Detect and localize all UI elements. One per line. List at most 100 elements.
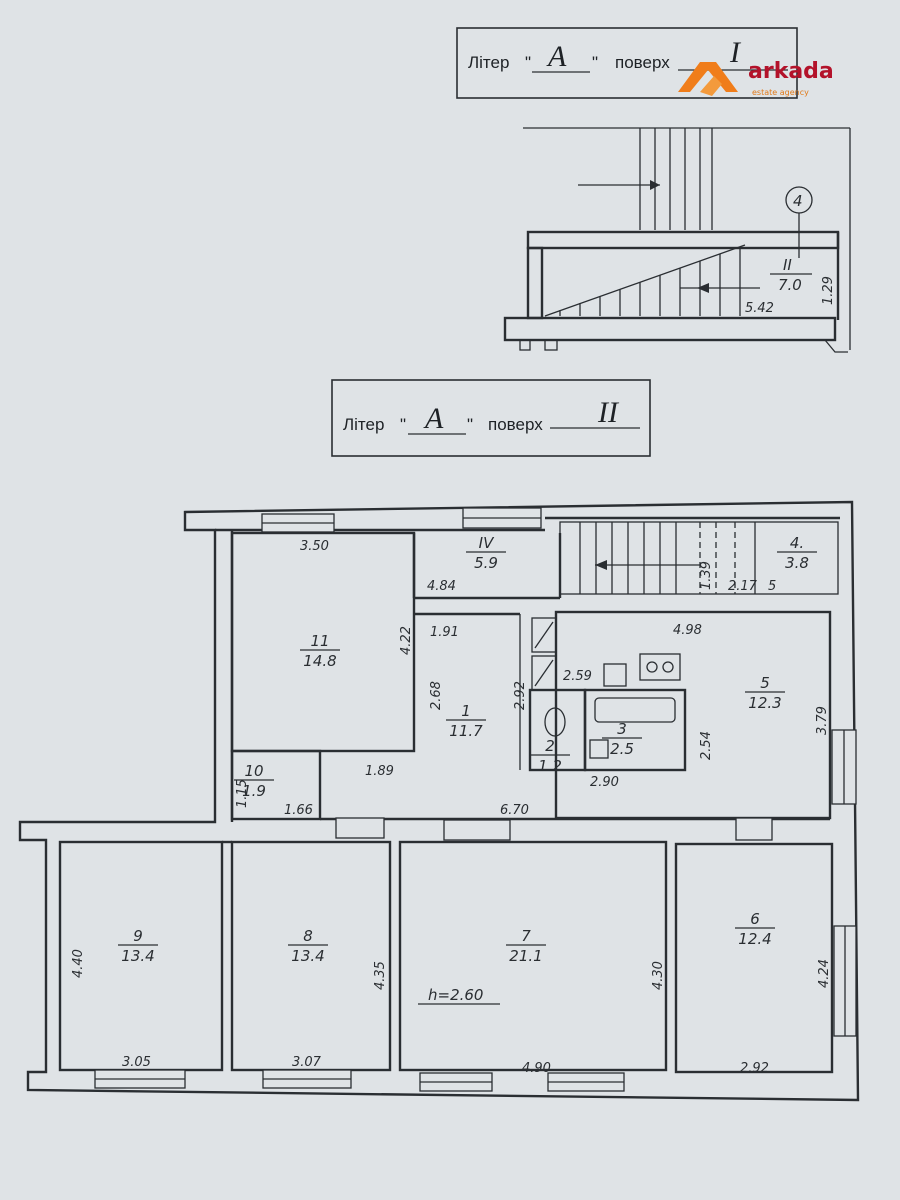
logo-mark-inner-icon bbox=[700, 76, 722, 96]
room-10-walls bbox=[230, 749, 322, 821]
room-r7-area: 21.1 bbox=[509, 947, 542, 965]
dim-189: 1.89 bbox=[365, 764, 394, 779]
room-r9-area: 13.4 bbox=[121, 947, 154, 965]
room-r3-number: 3 bbox=[617, 720, 627, 738]
room-r11-number: 11 bbox=[310, 632, 329, 650]
header-floor-1: Літер " А " поверх I bbox=[456, 27, 798, 99]
dim-217: 2.17 bbox=[728, 579, 758, 594]
floor-value-2: II bbox=[597, 396, 620, 429]
room-r8-number: 8 bbox=[303, 927, 313, 945]
liter-value: А bbox=[546, 40, 567, 73]
cabinet-2-icon bbox=[531, 655, 557, 691]
room-r2-area: 1.2 bbox=[538, 757, 562, 775]
f1-room-num: II bbox=[783, 256, 792, 274]
room-rIV-area: 5.9 bbox=[474, 554, 498, 572]
bathtub-icon bbox=[594, 697, 676, 723]
room-r5-number: 5 bbox=[760, 674, 770, 692]
room-labels: 1 11.7 2 1.2 3 2.5 4. 3.8 5 12.3 6 12.4 7 21.1 8 13.4 9 1… bbox=[118, 534, 817, 965]
room-6-walls bbox=[674, 842, 834, 1074]
dim-498: 4.98 bbox=[673, 623, 702, 638]
quote-close-2: " bbox=[467, 415, 473, 434]
room-r9-number: 9 bbox=[133, 927, 143, 945]
f1-wall-left bbox=[526, 246, 544, 320]
room-r1-number: 1 bbox=[461, 702, 471, 720]
dim-307: 3.07 bbox=[292, 1055, 322, 1070]
room-r5-area: 12.3 bbox=[748, 694, 781, 712]
room-r11-area: 14.8 bbox=[303, 652, 336, 670]
quote-close: " bbox=[592, 53, 598, 72]
room-r4-area: 3.8 bbox=[785, 554, 809, 572]
room-3-walls bbox=[583, 688, 687, 772]
sink-icon bbox=[589, 739, 609, 759]
f1-room-area: 7.0 bbox=[778, 276, 802, 294]
liter-label: Літер bbox=[468, 53, 509, 72]
dim-5: 5 bbox=[768, 579, 776, 594]
quote-open-2: " bbox=[400, 415, 406, 434]
dim-305: 3.05 bbox=[122, 1055, 151, 1070]
f2-stair bbox=[559, 521, 839, 595]
room-r8-area: 13.4 bbox=[291, 947, 324, 965]
f1-marker: 4 bbox=[785, 186, 813, 258]
dim-139: 1.39 bbox=[699, 561, 714, 590]
logo-mark-icon bbox=[678, 62, 738, 92]
ceiling-height: h=2.60 bbox=[428, 986, 483, 1004]
floor-2-plan: 1 11.7 2 1.2 3 2.5 4. 3.8 5 12.3 6 12.4 7 21.1 8 13.4 9 1… bbox=[18, 500, 860, 1102]
stove-icon bbox=[639, 653, 681, 681]
room-7-walls bbox=[398, 840, 668, 1072]
dim-430: 4.30 bbox=[651, 961, 666, 990]
dim-259: 2.59 bbox=[563, 669, 592, 684]
room-r6-number: 6 bbox=[750, 910, 760, 928]
f1-dim-length: 5.42 bbox=[745, 301, 774, 316]
f1-marker-text: 4 bbox=[793, 192, 803, 210]
f1-diagonal-stair bbox=[544, 244, 760, 317]
liter-label-2: Літер bbox=[343, 415, 384, 434]
room-r1-area: 11.7 bbox=[449, 722, 483, 740]
room-r3-area: 2.5 bbox=[610, 740, 634, 758]
f1-dim-height: 1.29 bbox=[821, 276, 836, 305]
room-r10-area: 1.9 bbox=[242, 782, 266, 800]
floor-value: I bbox=[729, 36, 742, 69]
room-11-walls bbox=[230, 531, 416, 753]
dim-268: 2.68 bbox=[429, 681, 444, 710]
boiler-icon bbox=[603, 663, 627, 687]
dim-670: 6.70 bbox=[500, 803, 529, 818]
dimension-labels: 3.50 4.84 4.22 1.91 2.68 2.92 2.59 4.98 … bbox=[71, 539, 832, 1076]
cabinet-1-icon bbox=[531, 617, 557, 653]
toilet-icon bbox=[544, 707, 566, 737]
logo-tagline: estate agency bbox=[752, 88, 809, 97]
header-floor-2-frame bbox=[331, 379, 651, 457]
door-3 bbox=[735, 817, 773, 841]
floor-label-2: поверх bbox=[488, 415, 543, 434]
f1-wall-bottom bbox=[503, 316, 837, 342]
header-floor-1-frame bbox=[456, 27, 798, 99]
dim-424: 4.24 bbox=[817, 959, 832, 988]
dim-350: 3.50 bbox=[300, 539, 329, 554]
dim-292: 2.92 bbox=[513, 681, 528, 710]
door-1 bbox=[335, 817, 385, 839]
header-floor-2: Літер " А " поверх II bbox=[331, 379, 651, 457]
dim-484: 4.84 bbox=[427, 579, 456, 594]
dim-166: 1.66 bbox=[284, 803, 313, 818]
dim-254: 2.54 bbox=[699, 731, 714, 760]
room-r10-number: 10 bbox=[244, 762, 263, 780]
room-r4-number: 4. bbox=[790, 534, 804, 552]
room-r2-number: 2 bbox=[545, 737, 555, 755]
dim-115: 1.15 bbox=[235, 779, 250, 808]
logo-name: arkada bbox=[748, 59, 834, 84]
floor-label: поверх bbox=[615, 53, 670, 72]
dim-435: 4.35 bbox=[373, 961, 388, 990]
dim-290: 2.90 bbox=[590, 775, 619, 790]
room-r7-number: 7 bbox=[521, 927, 531, 945]
quote-open: " bbox=[525, 53, 531, 72]
floor-1-plan: 4 II 7.0 5.42 1.29 bbox=[503, 127, 851, 353]
door-2 bbox=[443, 819, 511, 841]
dim-379: 3.79 bbox=[815, 706, 830, 735]
dim-440: 4.40 bbox=[71, 949, 86, 978]
arkada-logo: arkada estate agency bbox=[678, 59, 834, 97]
dim-191: 1.91 bbox=[430, 625, 459, 640]
dim-490: 4.90 bbox=[522, 1061, 551, 1076]
room-r6-area: 12.4 bbox=[738, 930, 771, 948]
dim-292b: 2.92 bbox=[740, 1061, 769, 1076]
